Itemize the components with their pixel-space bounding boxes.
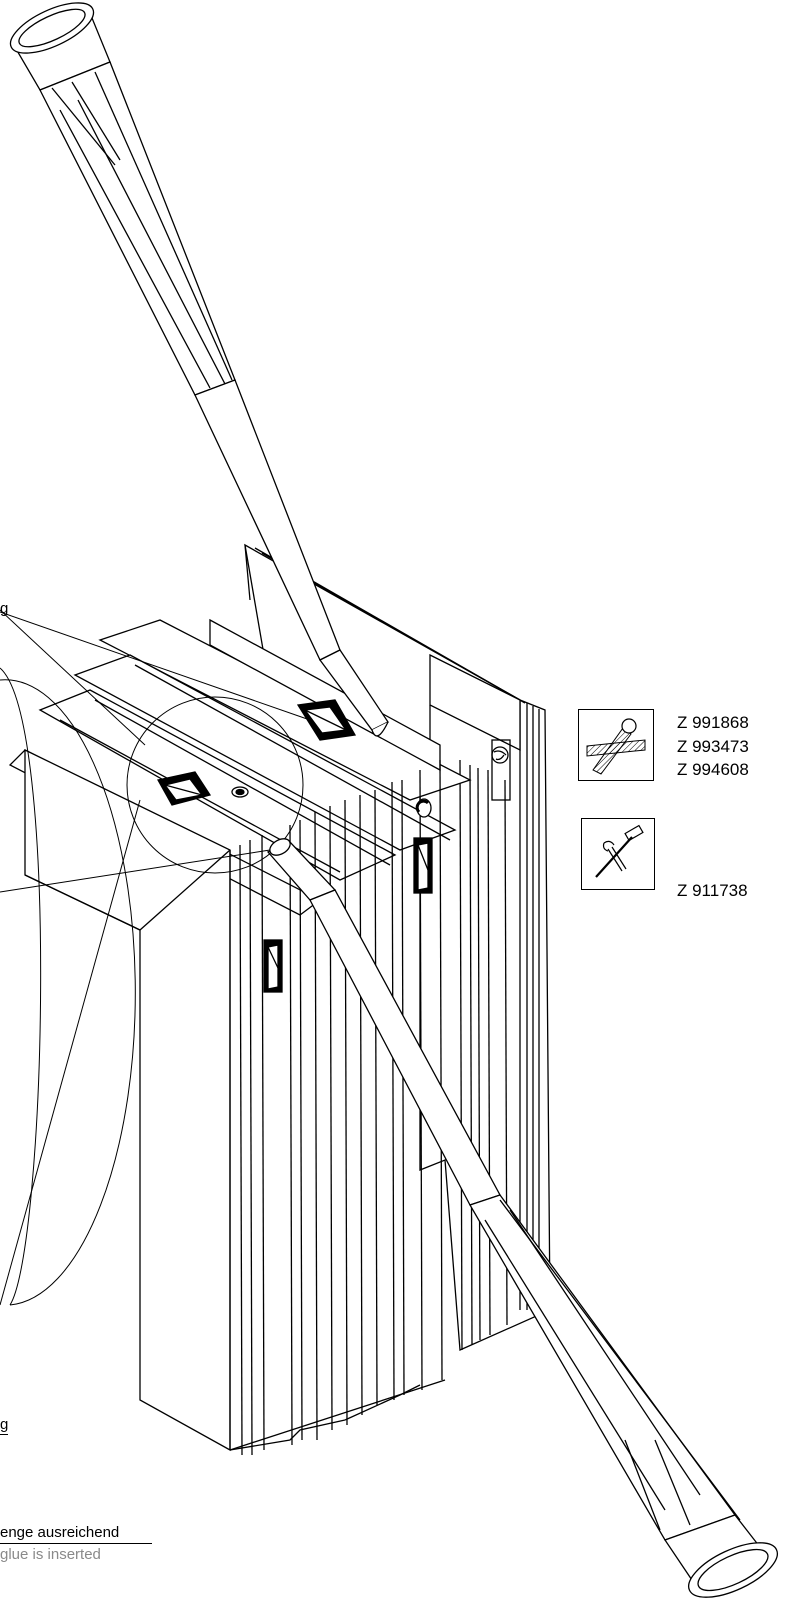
glue-applicator-bottom [266,838,778,1598]
tool-code-4: Z 911738 [677,881,748,900]
note-english: glue is inserted [0,1546,101,1563]
pliers-hammer-tool-box [581,818,655,890]
glue-slots [157,699,433,993]
tool-code-1: Z 991868 [677,713,749,732]
pliers-hammer-icon [595,824,644,878]
detail-circles [0,609,311,1306]
callout-bottom-fragment: g [0,1416,9,1435]
note-german: enge ausreichend [0,1524,152,1544]
tool-code-2: Z 993473 [677,737,749,756]
glue-brush-tool-box [578,709,654,781]
callout-top-fragment: g [0,600,9,617]
glue-applicator-top [9,2,389,737]
profile-top-ribs [8,618,472,916]
tool-code-3: Z 994608 [677,760,749,779]
glue-brush-icon [586,718,646,775]
